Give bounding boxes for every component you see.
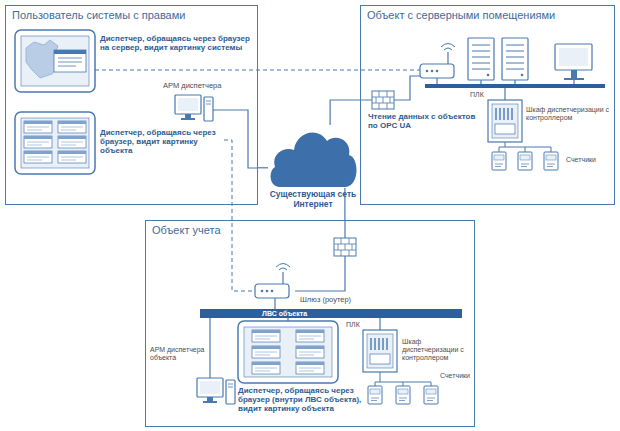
server-monitor [559,48,588,66]
server-rack [468,38,494,80]
device-label: ПЛК [470,91,484,99]
monitor-panel [252,330,280,342]
server-monitor [555,44,592,80]
workstation-wire [213,110,258,168]
router-icon [255,264,290,299]
monitor-panel [244,327,332,377]
monitor-panel [296,346,324,358]
note-text: Диспетчер, обращаясь через браузер, види… [100,128,220,156]
tablet-map [54,50,86,72]
tablet-object [15,112,95,174]
meter-icon [518,152,532,170]
tablet-object [58,151,86,163]
router-icon [255,264,290,299]
monitor-panel [296,362,324,374]
meter-wire [375,372,431,386]
tablet-object [21,118,89,168]
device-label: Шлюз (роутер) [300,296,351,305]
server-rack [468,38,528,80]
cabinet-icon [488,100,522,142]
tablet-map [21,36,89,86]
firewall-icon [334,238,356,256]
browser-link-dashed [224,140,255,291]
server-monitor [555,44,592,70]
meter-icon [424,386,438,404]
device-label: ПЛК [346,321,360,329]
meter-wire [499,142,551,152]
device-label: Шкаф диспетчеризации с контроллером [526,106,610,122]
device-label: Шкаф диспетчеризации с контроллером [402,338,472,362]
server-bus [425,78,605,100]
tablet-map [54,50,86,54]
meter-icon [492,152,506,170]
monitor-panel [238,321,338,383]
cabinet-icon [363,330,397,372]
monitor-panel [252,346,280,358]
network-link [258,167,268,168]
tablet-map [15,30,95,92]
tablet-object [24,121,52,133]
firewall-icon [372,91,394,109]
meter-icon [368,386,438,404]
lan-bus [210,298,380,378]
cloud-outline [268,125,358,188]
router-icon [420,44,455,79]
meter-icon [396,386,410,404]
firewall-icon [372,91,394,109]
tablet-object [24,136,52,148]
monitor-panel [238,321,338,383]
device-label: АРМ диспетчера объекта [150,346,206,362]
server-monitor [571,70,577,78]
cloud-outline [271,132,357,187]
router-icon [420,44,455,79]
firewall-icon [334,238,356,256]
server-monitor [564,78,584,80]
note-text: Диспетчер, обращаясь через браузер на се… [100,34,255,52]
meter-icon [544,152,558,170]
workstation-icon [197,378,235,404]
workstation-icon [197,378,235,404]
server-bus [437,78,574,100]
tablet-object [15,112,95,174]
meter-wire [375,372,431,386]
region-heading: Пользователь системы с правами [12,9,185,22]
workstation-wire [213,110,258,168]
meter-wire [499,142,551,152]
tablet-map [15,30,95,92]
bus-label: ЛВС объекта [262,310,307,318]
server-bus [425,84,605,88]
workstation-icon [175,95,213,121]
device-label: Счетчики [440,372,470,380]
monitor-panel [296,330,324,342]
region-heading: Объект с серверными помещениями [367,9,555,22]
cloud-shape: Существующая сеть Интернет [268,125,358,188]
workstation-icon [175,95,213,121]
tablet-object [24,151,52,163]
server-rack [502,38,528,80]
region-heading: Объект учета [152,224,221,237]
device-label: АРМ диспетчера [163,82,221,91]
note-text: Чтение данных с объектов по OPC UA [368,112,476,130]
cabinet-icon [488,100,522,142]
device-label: Счетчики [566,156,596,164]
tablet-object [58,136,86,148]
meter-icon [368,386,382,404]
lan-bus [200,309,462,318]
meter-icon [492,152,558,170]
cabinet-icon [363,330,397,372]
monitor-panel [252,362,280,374]
tablet-object [58,121,86,133]
note-text: Диспетчер, обращаясь через браузер (внут… [238,386,373,414]
network-link [330,100,360,125]
region-box: Объект с серверными помещениями [360,5,615,205]
tablet-map [58,58,82,66]
cloud-caption: Существующая сеть Интернет [256,190,370,210]
